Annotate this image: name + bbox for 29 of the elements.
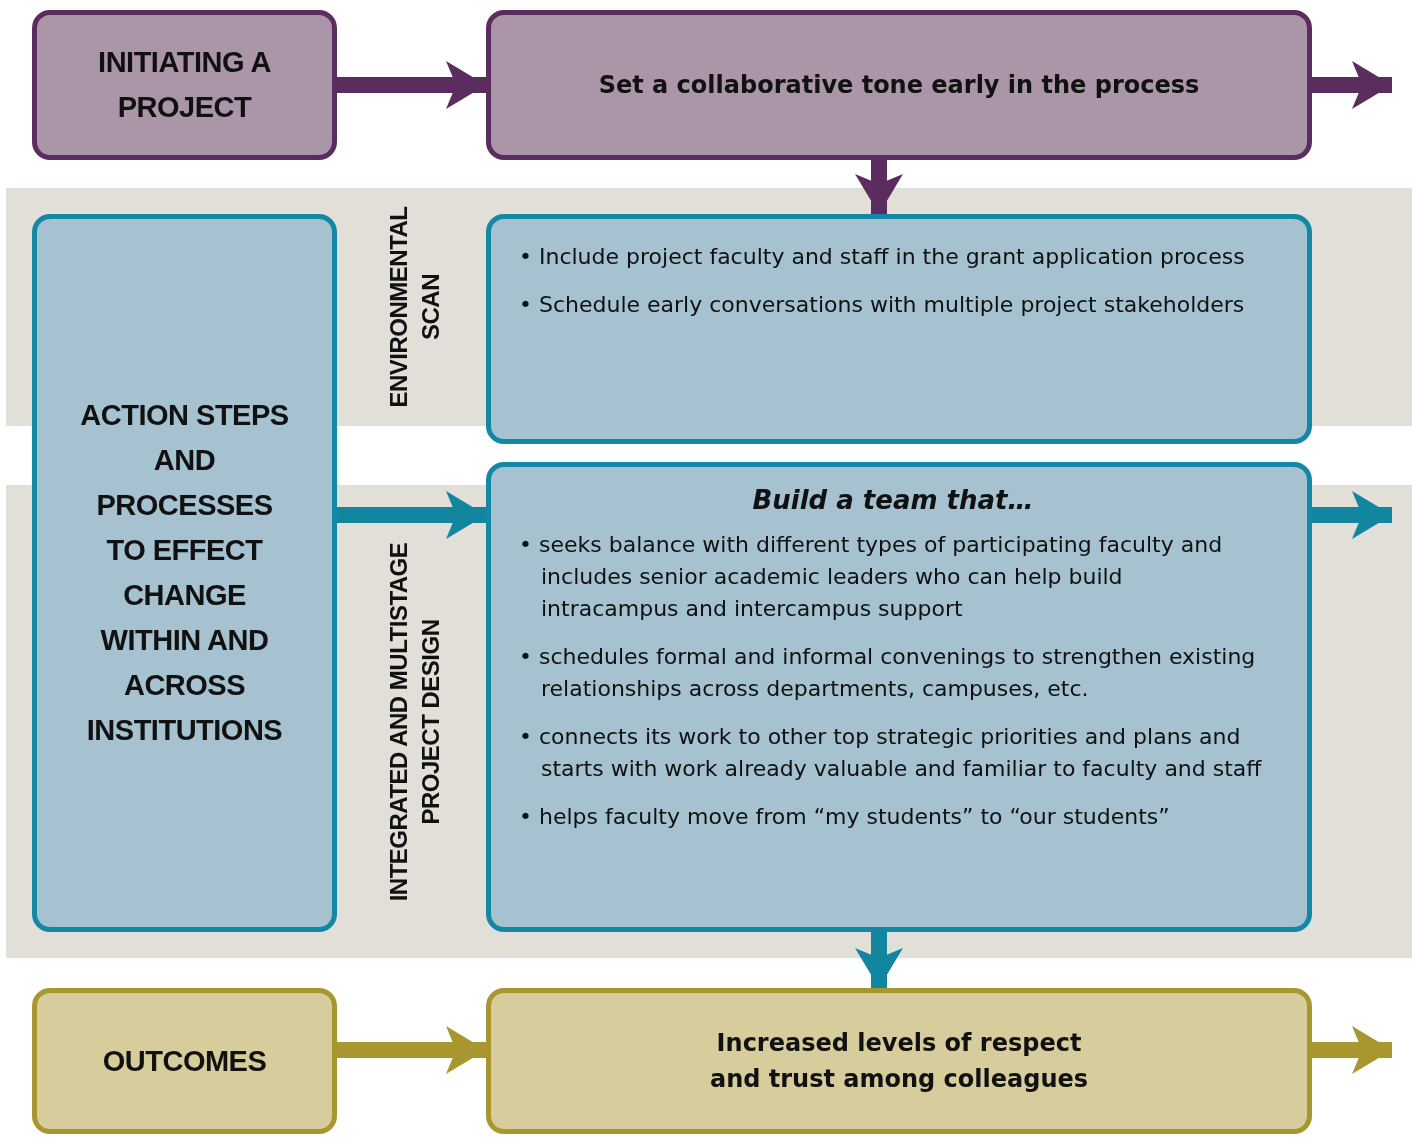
arrow: [1312, 491, 1392, 539]
list-heading: Build a team that…: [751, 485, 1035, 515]
bullet-item: • schedules formal and informal convenings to strengthen existing relationships across departments, campuses, etc.: [519, 643, 1257, 703]
process-box: [32, 214, 337, 932]
arrow: [1312, 1026, 1392, 1074]
section-heading: OUTCOMES: [101, 1043, 268, 1079]
section-heading: INITIATING A PROJECT: [97, 45, 272, 125]
arrow: [337, 1026, 486, 1074]
arrow: [337, 61, 486, 109]
arrow: [855, 160, 903, 214]
bullet-item: • connects its work to other top strategic priorities and plans and starts with work already valuable and familiar to faculty and staff: [519, 723, 1263, 783]
process-box: [486, 214, 1312, 444]
bullet-item: • seeks balance with different types of participating faculty and includes senior academic leaders who can help build intracampus and intercampus support: [519, 531, 1224, 623]
band-label: INTEGRATED AND MULTISTAGE PROJECT DESIGN: [384, 541, 445, 903]
band-label: ENVIRONMENTAL SCAN: [384, 205, 445, 410]
arrow: [855, 932, 903, 988]
bullet-item: • helps faculty move from “my students” to “our students”: [519, 803, 1171, 831]
process-box: [486, 462, 1312, 932]
arrow: [337, 491, 486, 539]
summary-text: Set a collaborative tone early in the process: [598, 70, 1200, 101]
bullet-item: • Schedule early conversations with multiple project stakeholders: [519, 291, 1246, 319]
process-box: [32, 988, 337, 1134]
process-box: [32, 10, 337, 160]
bullet-item: • Include project faculty and staff in the grant application process: [519, 243, 1246, 271]
summary-text: Increased levels of respect and trust among colleagues: [709, 1028, 1089, 1095]
section-heading: ACTION STEPS AND PROCESSES TO EFFECT CHANGE WITHIN AND ACROSS INSTITUTIONS: [79, 398, 290, 748]
process-box: [486, 10, 1312, 160]
arrow: [1312, 61, 1392, 109]
process-box: [486, 988, 1312, 1134]
